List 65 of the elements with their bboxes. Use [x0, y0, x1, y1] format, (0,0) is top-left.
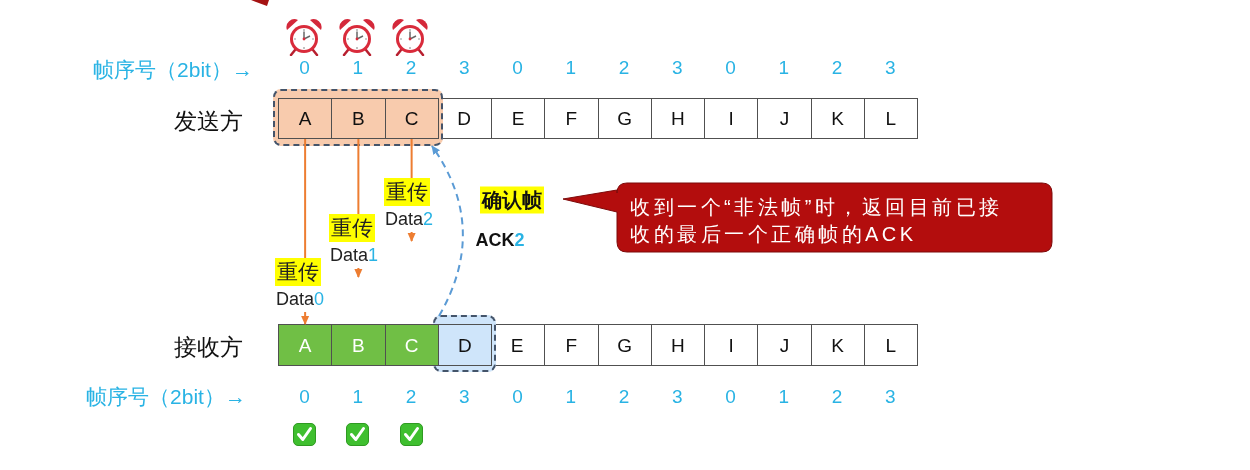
frame-cell: F	[544, 324, 599, 366]
sequence-number: 3	[672, 57, 683, 79]
callout-text: 收到一个“非法帧”时，返回目前已接收的最后一个正确帧的ACK	[630, 195, 1004, 247]
frame-cell: C	[384, 98, 439, 139]
sequence-number: 2	[618, 386, 630, 408]
frame-cell: E	[491, 98, 546, 139]
frame-cell: F	[544, 98, 599, 139]
highlighted-label: 确认帧	[480, 186, 544, 214]
sequence-number: 3	[885, 386, 896, 408]
sequence-caption: 帧序号（2bit）→	[86, 384, 246, 410]
frame-cell: L	[863, 324, 918, 366]
sequence-number: 2	[618, 57, 630, 79]
arrow	[407, 138, 416, 242]
sequence-number: 3	[885, 57, 896, 79]
frame-cell: G	[597, 324, 652, 366]
sequence-number: 1	[778, 57, 790, 79]
sequence-number: 0	[299, 57, 310, 79]
frame-cell: H	[650, 98, 705, 139]
sequence-number: 2	[405, 57, 417, 79]
frame-cell: A	[278, 324, 333, 366]
sequence-number: 3	[672, 386, 683, 408]
edge-label: 重传 Data1	[329, 214, 380, 268]
row-label: 接收方	[173, 333, 243, 361]
sequence-number: 1	[352, 57, 364, 79]
callout-bubble	[562, 182, 1054, 253]
sequence-number: 1	[778, 386, 790, 408]
sequence-number: 3	[459, 386, 470, 408]
sequence-number: 0	[512, 386, 523, 408]
sequence-number: 0	[299, 386, 310, 408]
frame-cell: K	[810, 324, 865, 366]
ack-label: ACK2	[475, 229, 525, 251]
frame-cell: J	[757, 98, 812, 139]
sequence-number: 2	[831, 386, 843, 408]
sequence-number: 0	[725, 57, 736, 79]
frame-cell: E	[496, 324, 546, 366]
frame-cell: A	[278, 98, 333, 139]
edge-label: 重传 Data2	[384, 178, 435, 232]
edge-label: 重传 Data0	[275, 258, 326, 312]
frame-cell: G	[597, 98, 652, 139]
sequence-number: 1	[565, 386, 577, 408]
dashed-window-box	[273, 89, 443, 146]
frame-cell: B	[331, 324, 386, 366]
frame-cell: C	[384, 324, 439, 366]
frame-cell: I	[704, 98, 759, 139]
dashed-arrow	[431, 145, 464, 317]
frame-cell: K	[810, 98, 865, 139]
row-label: 发送方	[173, 107, 243, 135]
sequence-number: 2	[831, 57, 843, 79]
sequence-number: 0	[725, 386, 736, 408]
sequence-caption: 帧序号（2bit）→	[93, 57, 253, 83]
frame-cell: B	[331, 98, 386, 139]
frame-cell: H	[650, 324, 705, 366]
frame-cell: I	[704, 324, 759, 366]
frame-cell: J	[757, 324, 812, 366]
arrow	[301, 138, 310, 325]
frame-cell: D	[437, 324, 492, 366]
sequence-number: 2	[405, 386, 417, 408]
sequence-number: 3	[459, 57, 470, 79]
sequence-number: 1	[352, 386, 364, 408]
sequence-number: 1	[565, 57, 577, 79]
frame-cell: D	[443, 98, 492, 139]
arrow	[354, 138, 363, 278]
frame-cell: L	[863, 98, 918, 139]
sequence-number: 0	[512, 57, 523, 79]
dashed-highlight-box	[433, 315, 496, 372]
